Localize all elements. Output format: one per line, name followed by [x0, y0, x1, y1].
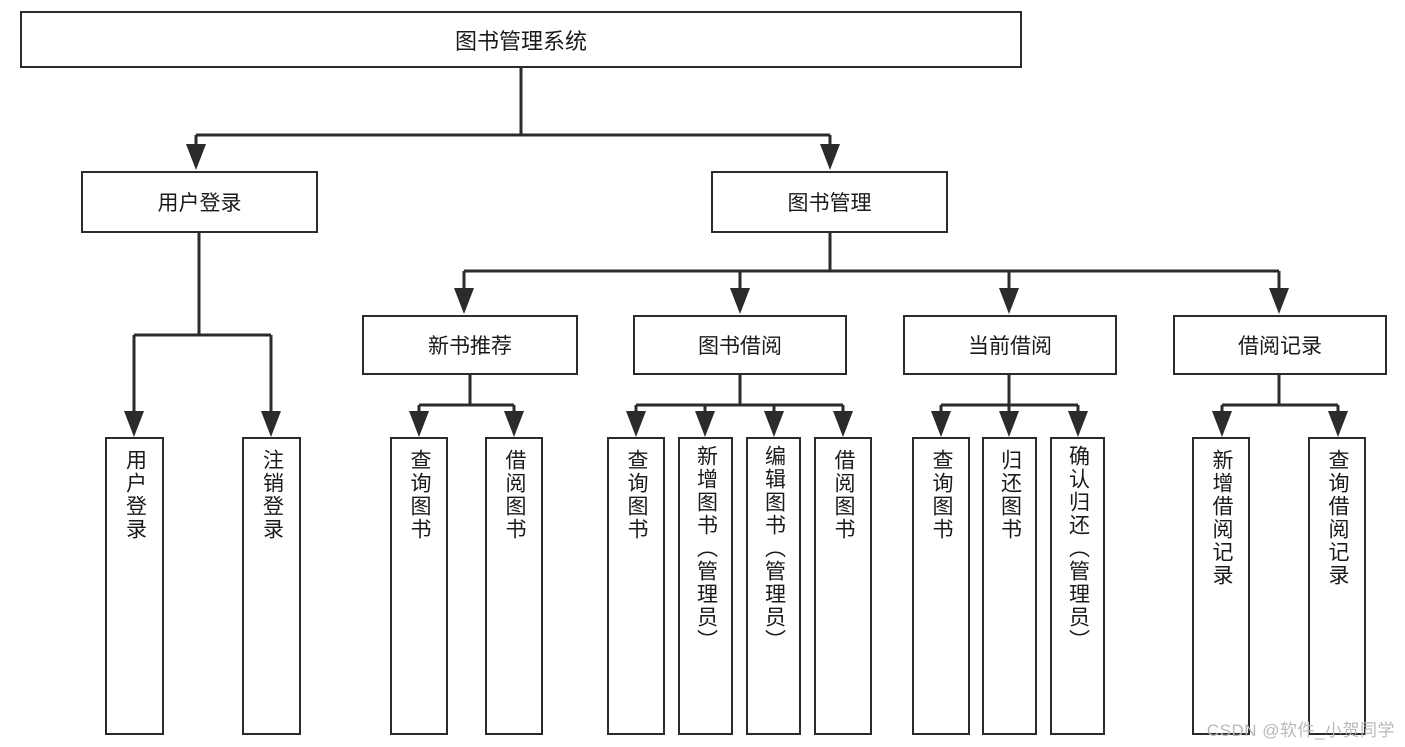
leaf-query-book-3[interactable]: 查询图书	[912, 437, 970, 735]
arrow-cb-2	[999, 411, 1019, 437]
arrow-leaf-logout-login	[261, 411, 281, 437]
node-new-book-recommend[interactable]: 新书推荐	[362, 315, 578, 375]
node-book-borrow[interactable]: 图书借阅	[633, 315, 847, 375]
node-borrow-record[interactable]: 借阅记录	[1173, 315, 1387, 375]
leaf-logout-login-label: 注销登录	[260, 449, 284, 541]
leaf-add-book-label: 新增图书（管理员）	[694, 445, 718, 652]
arrow-cb-1	[931, 411, 951, 437]
node-current-borrow[interactable]: 当前借阅	[903, 315, 1117, 375]
arrow-nbr-2	[504, 411, 524, 437]
node-book-borrow-label: 图书借阅	[698, 335, 782, 358]
arrow-bb-4	[833, 411, 853, 437]
arrow-new-book-recommend	[454, 288, 474, 314]
arrow-br-2	[1328, 411, 1348, 437]
node-user-login[interactable]: 用户登录	[81, 171, 318, 233]
node-book-management[interactable]: 图书管理	[711, 171, 948, 233]
leaf-edit-book[interactable]: 编辑图书（管理员）	[746, 437, 801, 735]
node-book-management-label: 图书管理	[787, 192, 872, 215]
leaf-add-book[interactable]: 新增图书（管理员）	[678, 437, 733, 735]
leaf-query-book-3-label: 查询图书	[930, 449, 954, 541]
node-root[interactable]: 图书管理系统	[20, 11, 1022, 68]
node-current-borrow-label: 当前借阅	[968, 335, 1052, 358]
node-new-book-recommend-label: 新书推荐	[428, 335, 512, 358]
leaf-query-book-2[interactable]: 查询图书	[607, 437, 665, 735]
arrow-book-management	[820, 144, 840, 170]
leaf-user-login[interactable]: 用户登录	[105, 437, 164, 735]
leaf-borrow-book-1[interactable]: 借阅图书	[485, 437, 543, 735]
leaf-confirm-return[interactable]: 确认归还（管理员）	[1050, 437, 1105, 735]
arrow-br-1	[1212, 411, 1232, 437]
arrow-bb-2	[695, 411, 715, 437]
leaf-add-record-label: 新增借阅记录	[1210, 449, 1234, 587]
leaf-return-book-label: 归还图书	[998, 449, 1022, 541]
leaf-return-book[interactable]: 归还图书	[982, 437, 1037, 735]
node-root-label: 图书管理系统	[454, 28, 587, 54]
arrow-bb-3	[764, 411, 784, 437]
leaf-add-record[interactable]: 新增借阅记录	[1192, 437, 1250, 735]
node-user-login-label: 用户登录	[157, 192, 242, 215]
arrow-nbr-1	[409, 411, 429, 437]
arrow-user-login	[186, 144, 206, 170]
leaf-query-book-1-label: 查询图书	[408, 449, 432, 541]
arrow-cb-3	[1068, 411, 1088, 437]
leaf-borrow-book-2[interactable]: 借阅图书	[814, 437, 872, 735]
leaf-user-login-label: 用户登录	[123, 449, 147, 541]
leaf-confirm-return-label: 确认归还（管理员）	[1066, 445, 1090, 652]
node-borrow-record-label: 借阅记录	[1238, 335, 1322, 358]
arrow-current-borrow	[999, 288, 1019, 314]
leaf-edit-book-label: 编辑图书（管理员）	[762, 445, 786, 652]
csdn-watermark: CSDN @软件_小贺同学	[1206, 721, 1395, 740]
arrow-bb-1	[626, 411, 646, 437]
leaf-query-book-2-label: 查询图书	[625, 449, 649, 541]
leaf-query-book-1[interactable]: 查询图书	[390, 437, 448, 735]
leaf-query-record-label: 查询借阅记录	[1326, 449, 1350, 587]
arrow-leaf-user-login	[124, 411, 144, 437]
leaf-logout-login[interactable]: 注销登录	[242, 437, 301, 735]
arrow-book-borrow	[730, 288, 750, 314]
arrow-borrow-record	[1269, 288, 1289, 314]
leaf-query-record[interactable]: 查询借阅记录	[1308, 437, 1366, 735]
leaf-borrow-book-1-label: 借阅图书	[503, 449, 527, 541]
leaf-borrow-book-2-label: 借阅图书	[832, 449, 856, 541]
